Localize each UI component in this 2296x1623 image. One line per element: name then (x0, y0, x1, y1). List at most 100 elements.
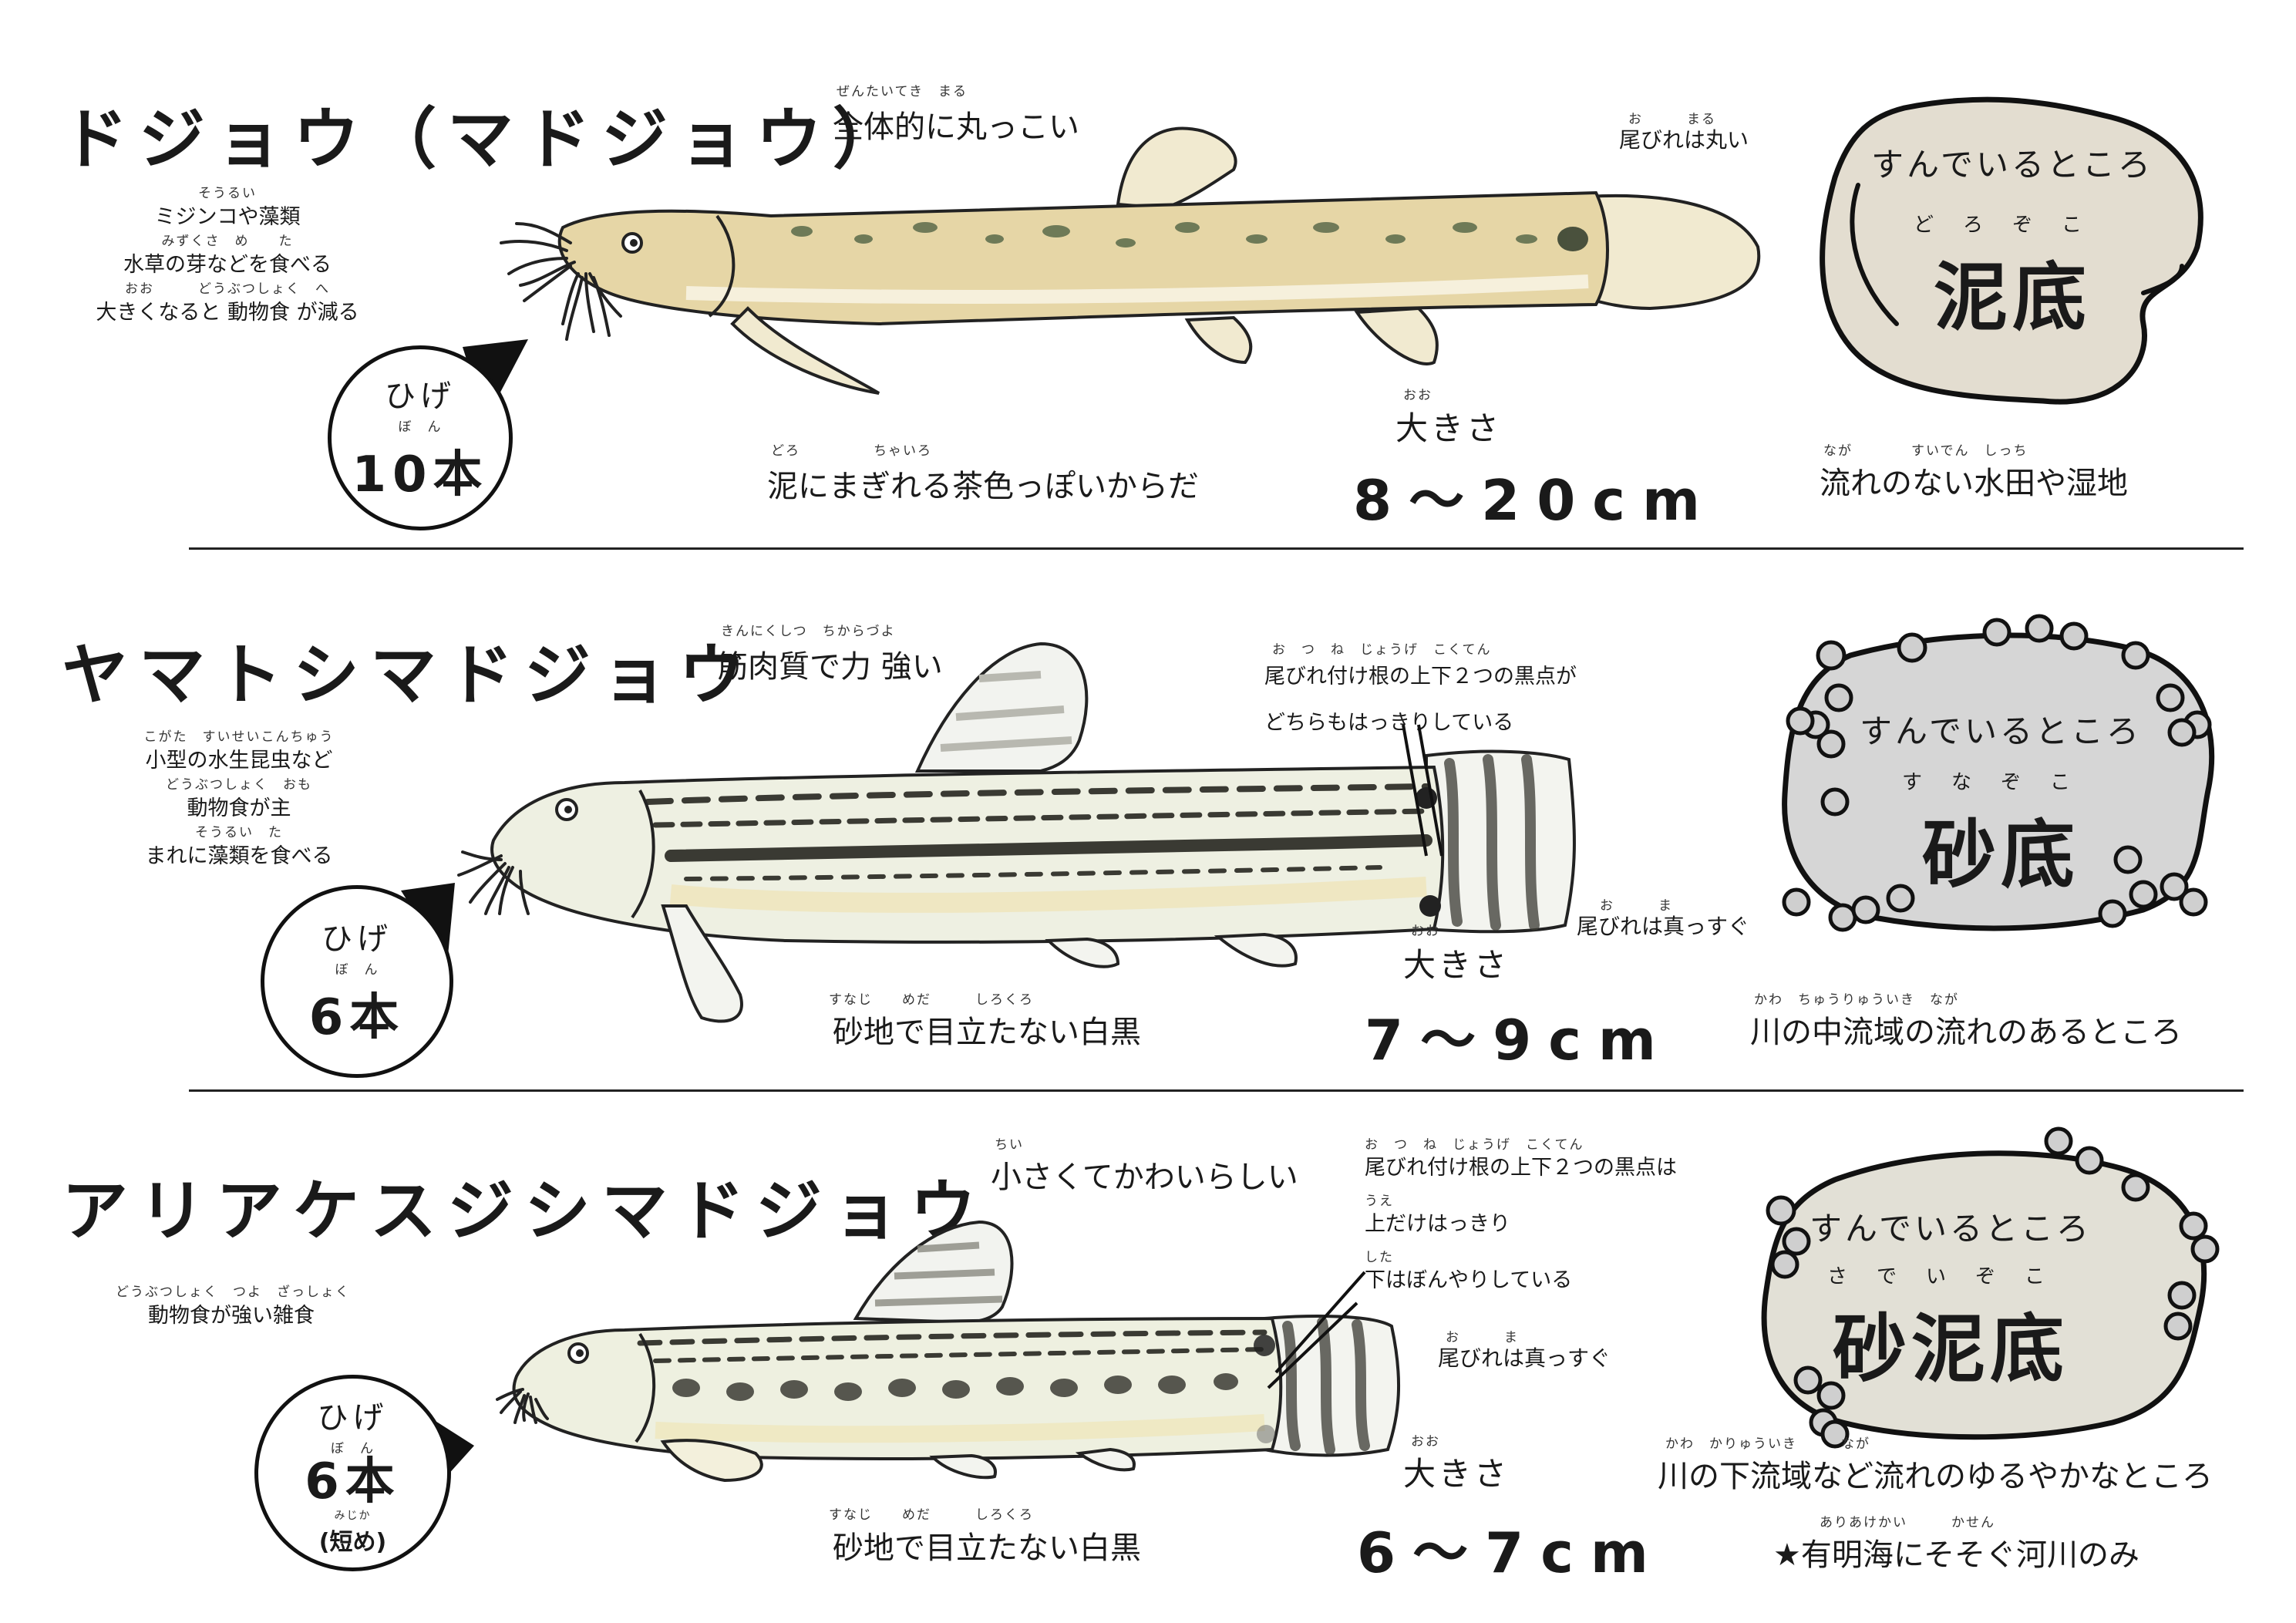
fish-2-barbel-bubble: ひげ ぼ ん 6本 (261, 885, 453, 1078)
fish-1-size-value: 8〜20cm (1353, 468, 1717, 533)
fish-3-habitat-desc-ruby: かわ かりゅういき なが (1665, 1436, 1870, 1452)
fish-2-illustration (457, 641, 1576, 1023)
fish-1-body-note-ruby: ぜんたいてき まる (837, 84, 968, 99)
fish-3-spot-note-line-2: 上だけはっきり (1365, 1212, 1510, 1236)
section-divider-2 (189, 1089, 2244, 1092)
fish-2-size-value: 7〜9cm (1365, 1008, 1673, 1072)
fish-1-tail-note-ruby: お まる (1628, 112, 1716, 127)
fish-1-diet-ruby-3: おお どうぶつしょく へ (125, 281, 330, 297)
fish-2-spot-note-line-2: どちらもはっきりしている (1264, 711, 1514, 735)
fish-3-spot-note-ruby-3: した (1365, 1250, 1394, 1265)
fish-2-spot-leader (1402, 724, 1443, 857)
fish-1-barbel-label: ひげ (385, 379, 456, 414)
fish-3-name: アリアケスジシマドジョウ (62, 1173, 987, 1250)
fish-2-spot-note: 尾びれ付け根の上下２つの黒点が どちらもはっきりしている (1264, 654, 1577, 746)
fish-2-tail-note-ruby: お ま (1600, 898, 1673, 914)
fish-3-size-label: 大きさ (1403, 1455, 1510, 1493)
fish-2-spot-note-line-1: 尾びれ付け根の上下２つの黒点が (1264, 665, 1577, 689)
fish-2-barbel-count: 6本 (308, 989, 406, 1046)
speech-tail-icon (463, 339, 528, 420)
fish-2-habitat-desc-ruby: かわ ちゅうりゅういき なが (1754, 992, 1959, 1008)
fish-2-diet-line-1: 小型の水生昆虫など (145, 749, 333, 773)
fish-1-habitat-name: 泥底 (1934, 254, 2091, 341)
fish-3-habitat: すんでいるところ さでいぞこ 砂泥底 (1773, 1203, 2128, 1396)
fish-3-barbel-ruby: ぼ ん (331, 1441, 375, 1456)
fish-3-color-note: 砂地で目立たない白黒 (833, 1530, 1141, 1566)
fish-3-barbel-short: (短め) (318, 1529, 387, 1556)
fish-2-habitat-name: 砂底 (1922, 812, 2079, 898)
fish-3-habitat-ruby: さでいぞこ (1826, 1265, 2074, 1288)
fish-2-color-note: 砂地で目立たない白黒 (833, 1015, 1141, 1050)
fish-2-name: ヤマトシマドジョウ (62, 637, 756, 714)
fish-3-size-value: 6〜7cm (1357, 1520, 1665, 1585)
fish-3-barbel-bubble: ひげ ぼ ん 6本 みじか (短め) (254, 1375, 451, 1571)
fish-3-size-ruby: おお (1411, 1434, 1440, 1450)
fish-2-color-note-ruby: すなじ めだ しろくろ (829, 992, 1034, 1008)
fish-3-spot-note-ruby-2: うえ (1365, 1194, 1394, 1209)
fish-2-barbel-label: ひげ (322, 921, 392, 957)
fish-1-diet-line-3: 大きくなると 動物食 が減る (96, 301, 359, 325)
fish-1-body-note: 全体的に丸っこい (833, 109, 1079, 145)
fish-2-diet-ruby-3: そうるい た (195, 825, 283, 840)
fish-3-diet-line-1: 動物食が強い雑食 (148, 1304, 315, 1328)
fish-1-barbel-bubble: ひげ ぼ ん 10本 (328, 345, 513, 530)
fish-1-habitat-desc-ruby: なが すいでん しっち (1823, 443, 2028, 459)
fish-1-barbel-count: 10本 (352, 446, 489, 503)
fish-1-size-label: 大きさ (1395, 409, 1503, 447)
fish-3-habitat-label: すんでいるところ (1810, 1210, 2092, 1248)
fish-3-barbel-count: 6本 (305, 1453, 401, 1510)
fish-3-diet-ruby-1: どうぶつしょく つよ ざっしょく (116, 1285, 350, 1300)
fish-2-diet-line-3: まれに藻類を食べる (145, 844, 333, 868)
fish-1-tail-note: 尾びれは丸い (1619, 127, 1749, 153)
fish-1-diet-line-2: 水草の芽などを食べる (123, 253, 332, 277)
fish-2-body-note-ruby: きんにくしつ ちからづよ (721, 624, 896, 639)
fish-3-spot-note: お つ ね じょうげ こくてん 尾びれ付け根の上下２つの黒点は うえ 上だけはっ… (1365, 1133, 1677, 1296)
fish-1-habitat: すんでいるところ どろぞこ 泥底 (1835, 139, 2190, 345)
fish-2-diet-ruby-1: こがた すいせいこんちゅう (143, 729, 335, 745)
fish-2-habitat-ruby: すなぞこ (1901, 771, 2099, 794)
fish-1-diet-line-1: ミジンコや藻類 (154, 205, 301, 229)
fish-3-body-note: 小さくてかわいらしい (991, 1160, 1298, 1195)
fish-2-size-label: 大きさ (1403, 946, 1510, 984)
sand-bubble-shape (1782, 614, 2215, 932)
fish-3-tail-note: 尾びれは真っすぐ (1438, 1345, 1611, 1371)
fish-3-body-note-ruby: ちい (995, 1137, 1024, 1153)
fish-1-habitat-ruby: どろぞこ (1913, 214, 2111, 237)
fish-2-size-ruby: おお (1411, 924, 1440, 939)
fish-2-diet: こがた すいせいこんちゅう 小型の水生昆虫など どうぶつしょく おも 動物食が主… (108, 729, 370, 872)
fish-3-barbel-label: ひげ (317, 1400, 389, 1436)
fish-2-body-note: 筋肉質で力 強い (717, 649, 943, 685)
fish-3-spot-note-line-1: 尾びれ付け根の上下２つの黒点は (1365, 1156, 1677, 1180)
fish-3-color-note-ruby: すなじ めだ しろくろ (829, 1507, 1034, 1523)
fish-3-spot-note-line-3: 下はぼんやりしている (1365, 1268, 1573, 1292)
fish-3-tail-note-ruby: お ま (1446, 1330, 1519, 1345)
sandmud-bubble-shape (1761, 1126, 2220, 1449)
fish-2-diet-ruby-2: どうぶつしょく おも (166, 777, 312, 793)
fish-3-diet: どうぶつしょく つよ ざっしょく 動物食が強い雑食 (116, 1284, 350, 1332)
fish-3-spot-leader (1267, 1271, 1366, 1389)
fish-3-habitat-note: ★有明海にそそぐ河川のみ (1773, 1537, 2140, 1573)
fish-3-habitat-note-ruby: ありあけかい かせん (1820, 1515, 1995, 1530)
fish-2-tail-note: 尾びれは真っすぐ (1577, 914, 1750, 939)
fish-1-color-note: 泥にまぎれる茶色っぽいからだ (767, 469, 1199, 504)
fish-1-habitat-label: すんでいるところ (1871, 146, 2153, 184)
fish-1-diet: そうるい ミジンコや藻類 みずくさ め た 水草の芽などを食べる おお どうぶつ… (77, 185, 378, 328)
fish-2-barbel-ruby: ぼ ん (335, 962, 379, 978)
fish-1-size-ruby: おお (1403, 388, 1432, 403)
fish-1-illustration (500, 126, 1761, 395)
fish-2-habitat: すんでいるところ すなぞこ 砂底 (1827, 705, 2174, 902)
fish-3-spot-note-ruby-1: お つ ね じょうげ こくてん (1365, 1137, 1584, 1153)
fish-3-illustration (496, 1220, 1401, 1483)
fish-1-name: ドジョウ（マドジョウ） (62, 101, 910, 178)
fish-1-diet-ruby-1: そうるい (198, 186, 257, 201)
fish-2-spot-note-ruby: お つ ね じょうげ こくてん (1272, 642, 1492, 658)
fish-3-habitat-desc: 川の下流域など流れのゆるやかなところ (1658, 1459, 2213, 1494)
fish-1-habitat-desc: 流れのない水田や湿地 (1820, 466, 2128, 501)
fish-3-barbel-short-ruby: みじか (334, 1510, 372, 1522)
fish-2-habitat-label: すんでいるところ (1860, 712, 2142, 750)
fish-3-habitat-name: 砂泥底 (1833, 1306, 2069, 1392)
fish-1-color-note-ruby: どろ ちゃいろ (771, 443, 932, 459)
fish-1-diet-ruby-2: みずくさ め た (161, 234, 294, 249)
fish-2-habitat-desc: 川の中流域の流れのあるところ (1750, 1015, 2182, 1050)
mud-bubble-shape (1820, 96, 2203, 405)
